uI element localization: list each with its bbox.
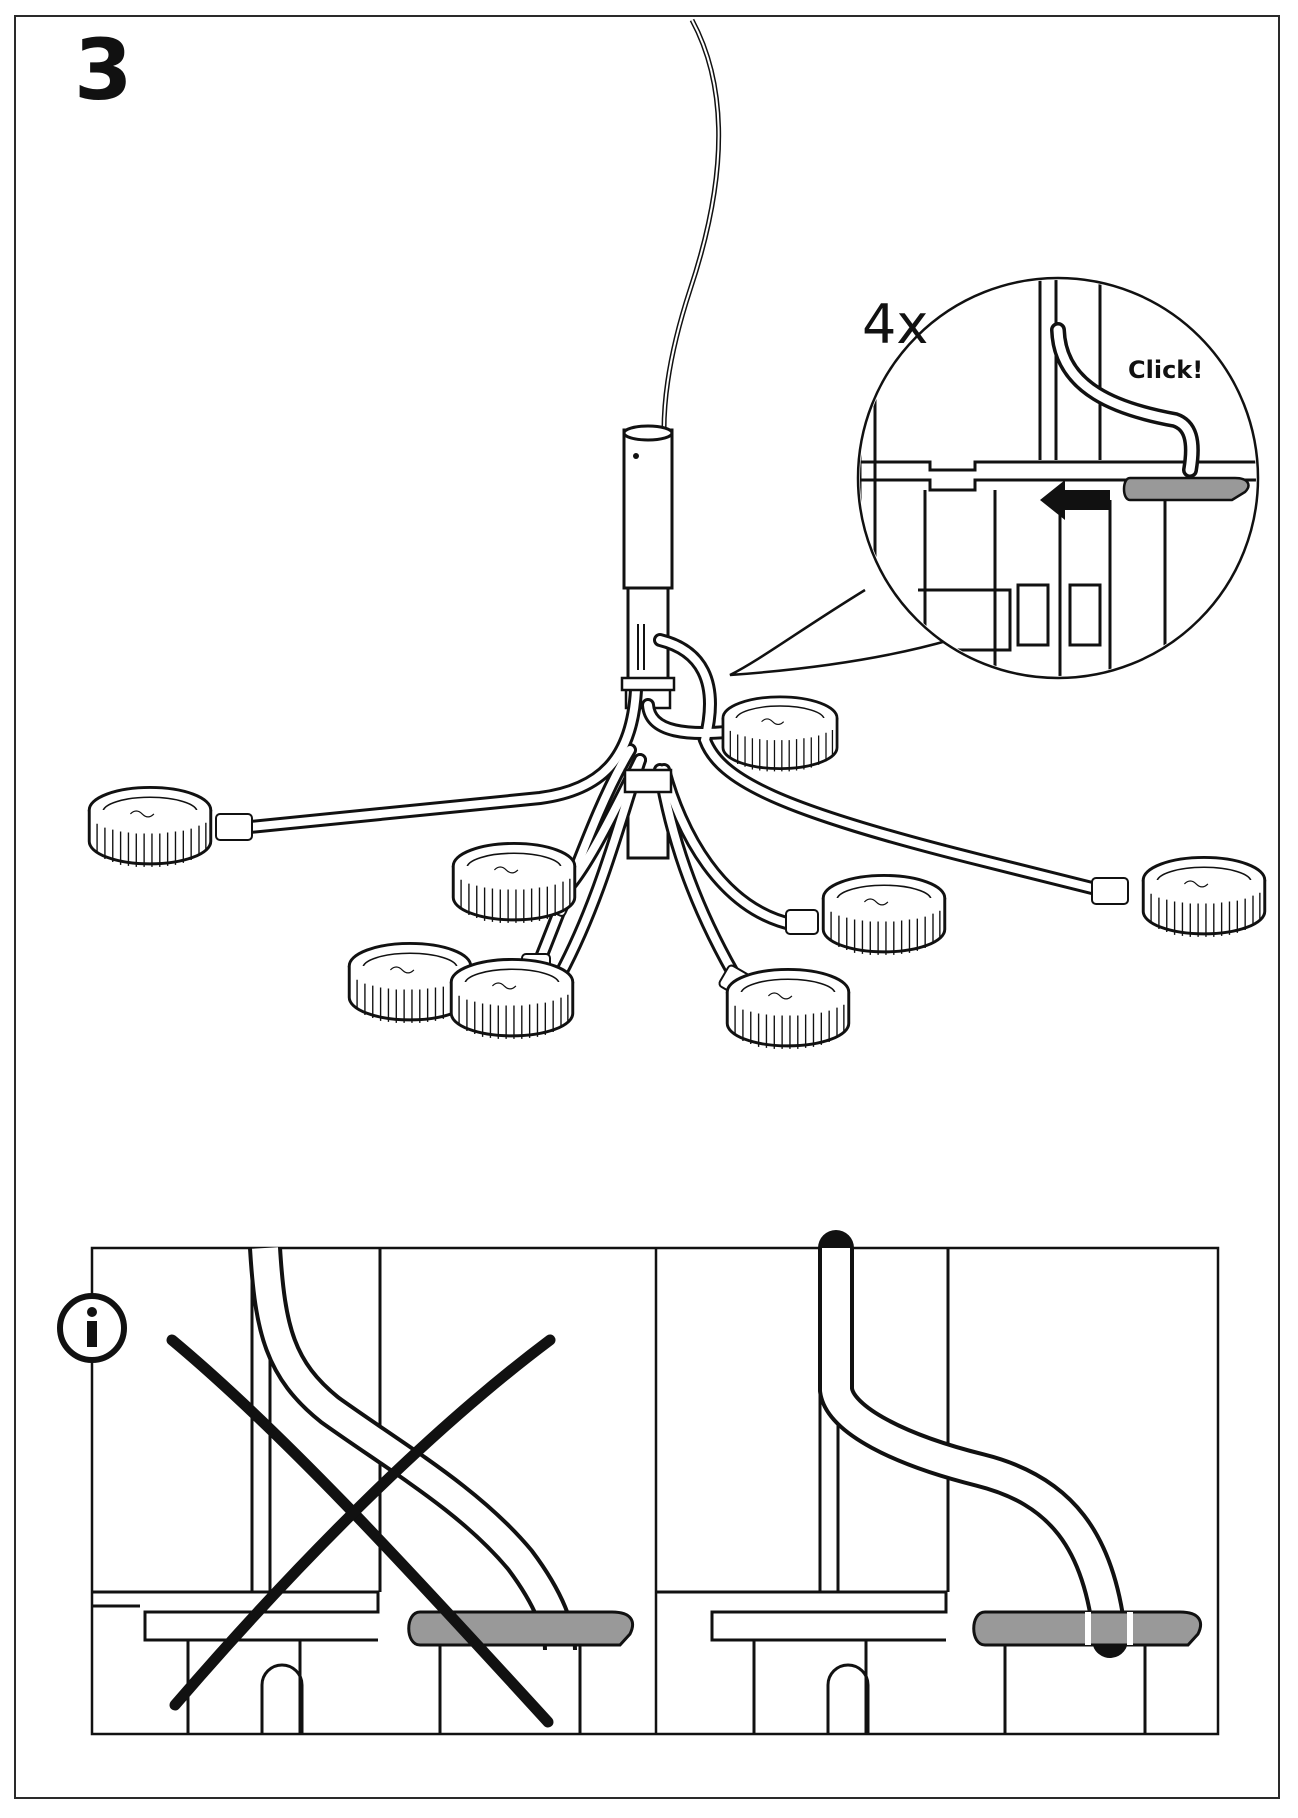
repeat-count-label: 4x: [862, 293, 929, 356]
detail-callout: [729, 276, 1260, 680]
correct-example: [656, 1230, 1203, 1734]
info-icon: [57, 1293, 127, 1363]
lamp-cups: [87, 695, 1267, 1051]
step-number: 3: [74, 21, 132, 119]
click-sound-label: Click!: [1128, 356, 1204, 384]
info-panels: [90, 1230, 1220, 1736]
wrong-example: [92, 1246, 635, 1734]
page-frame: [14, 15, 1280, 1799]
push-arrow-icon: [1040, 480, 1110, 520]
